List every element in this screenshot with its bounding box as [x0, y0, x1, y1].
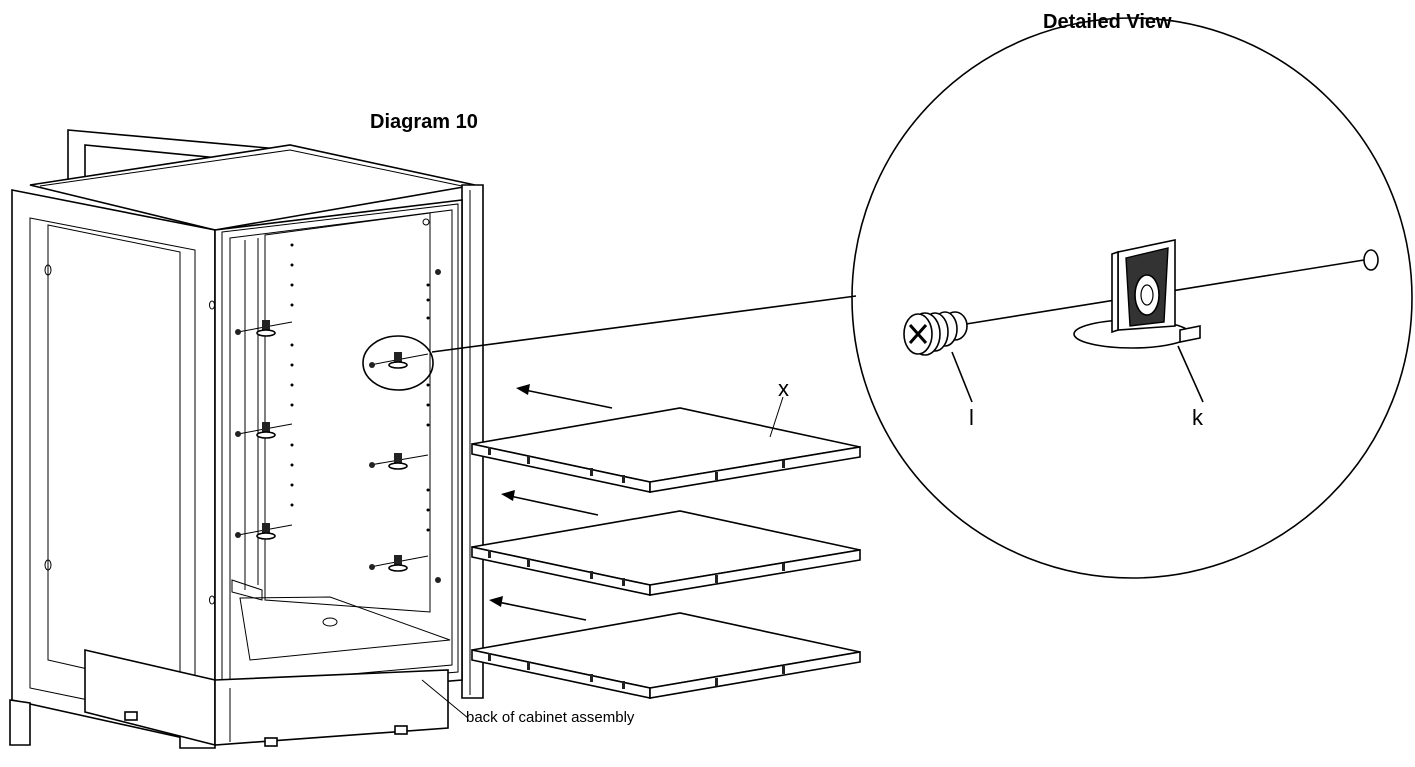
screw-part	[903, 311, 968, 356]
shelf-support-label: k	[1192, 405, 1204, 430]
shelf-supports-left	[235, 320, 293, 540]
back-note-leader	[421, 679, 469, 719]
support-leader	[1177, 345, 1204, 403]
detail-view-title: Detailed View	[1043, 11, 1172, 33]
shelf-label: x	[778, 376, 789, 401]
shelf-2	[471, 510, 861, 596]
detailed-view	[851, 17, 1413, 579]
detail-circle	[851, 17, 1413, 579]
shelf-label-leader	[769, 396, 784, 438]
screw-leader	[951, 351, 973, 403]
cabinet-front-frame	[214, 199, 463, 701]
shelf-1	[471, 407, 861, 493]
detail-callout-circle	[362, 335, 434, 391]
shelf-pin-holes	[290, 243, 430, 532]
cam-hole	[1363, 249, 1379, 271]
front-right-post	[461, 184, 484, 699]
diagram-title: Diagram 10	[370, 111, 478, 133]
cabinet	[9, 129, 484, 749]
screw-label: l	[969, 405, 974, 430]
shelf-supports-right	[369, 352, 429, 572]
insertion-arrows	[489, 384, 613, 621]
shelf-3	[471, 612, 861, 699]
back-of-cabinet-note: back of cabinet assembly	[466, 709, 635, 726]
shelf-support-part	[1073, 239, 1201, 349]
cabinet-base-front	[214, 669, 449, 746]
detail-leader-line	[431, 295, 857, 353]
shelves	[471, 384, 861, 699]
